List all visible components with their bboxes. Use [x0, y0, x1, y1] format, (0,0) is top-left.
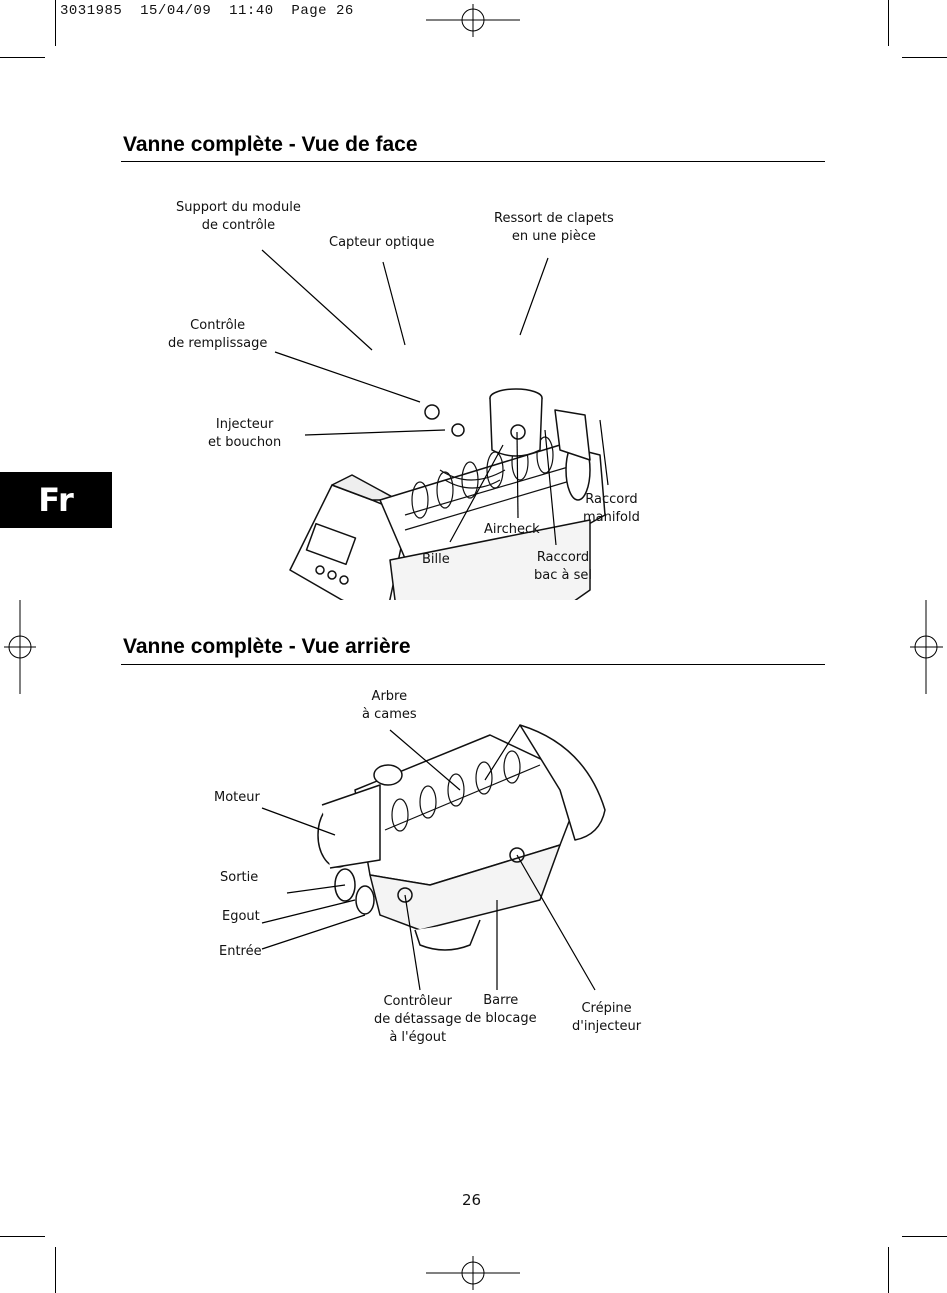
- print-slug: 3031985 15/04/09 11:40 Page 26: [60, 3, 354, 19]
- label-inlet: Entrée: [219, 944, 262, 959]
- label-backwash-controller: Contrôleur de détassage à l'égout: [374, 994, 462, 1045]
- label-aircheck: Aircheck: [484, 522, 540, 537]
- section-rule-rear: [121, 664, 825, 665]
- label-optical-sensor: Capteur optique: [329, 235, 435, 250]
- label-camshaft: Arbre à cames: [362, 689, 417, 722]
- label-outlet: Sortie: [220, 870, 259, 885]
- label-injector-screen: Crépine d'injecteur: [572, 1001, 642, 1034]
- label-locking-bar: Barre de blocage: [465, 993, 537, 1026]
- label-injector-cap: Injecteur et bouchon: [208, 417, 282, 450]
- label-manifold-connector: Raccord manifold: [583, 492, 640, 525]
- label-drain: Egout: [222, 909, 260, 924]
- page-number: 26: [462, 1191, 482, 1209]
- label-ball: Bille: [422, 552, 450, 567]
- section-title-front: Vanne complète - Vue de face: [123, 133, 418, 156]
- section-title-rear: Vanne complète - Vue arrière: [123, 635, 411, 658]
- language-tab: Fr: [0, 472, 112, 528]
- label-support-module: Support du module de contrôle: [176, 200, 301, 233]
- valve-rear-illustration: [261, 724, 606, 991]
- label-valve-spring: Ressort de clapets en une pièce: [494, 211, 614, 244]
- label-fill-control: Contrôle de remplissage: [168, 318, 268, 351]
- section-rule-front: [121, 161, 825, 162]
- valve-front-illustration: [261, 249, 609, 600]
- label-brine-connector: Raccord bac à sel: [534, 550, 592, 583]
- label-motor: Moteur: [214, 790, 260, 805]
